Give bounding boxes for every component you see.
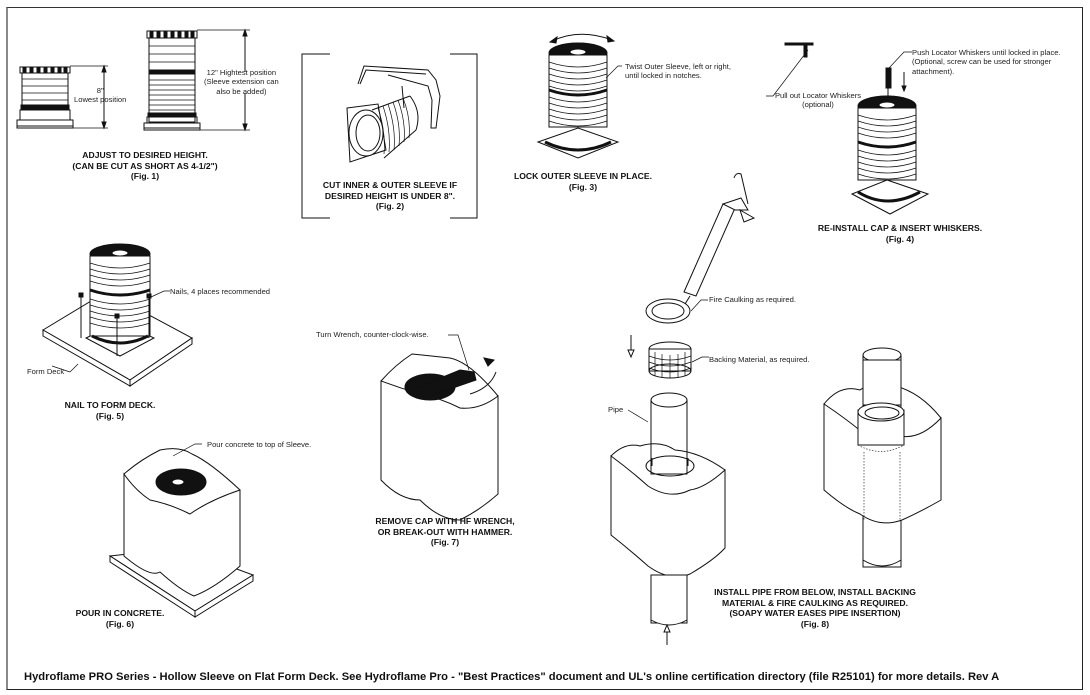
caption-line: (Fig. 2) — [375, 201, 405, 211]
caption-line: DESIRED HEIGHT IS UNDER 8". — [324, 190, 456, 201]
fig8-pipe-from-below-drawing — [610, 392, 726, 645]
fig8-backing-material-drawing — [627, 335, 709, 379]
caption-line: (SOAPY WATER EASES PIPE INSERTION) — [729, 608, 901, 618]
fig5-caption: NAIL TO FORM DECK. (Fig. 5) — [30, 400, 190, 421]
caption-line: CUT INNER & OUTER SLEEVE IF — [322, 180, 458, 190]
fig3-note: Twist Outer Sleeve, left or right, until… — [625, 62, 731, 81]
caption-line: (Fig. 8) — [800, 618, 830, 629]
fig3-sleeve-drawing — [536, 33, 622, 159]
fig4-pull-note: Pull out Locator Whiskers (optional) — [770, 91, 866, 110]
caption-line: RE-INSTALL CAP & INSERT WHISKERS. — [817, 223, 983, 233]
fig8-pipe-note: Pipe — [608, 405, 624, 414]
fig6-concrete-drawing — [108, 443, 255, 618]
caption-line: POUR IN CONCRETE. — [75, 608, 165, 618]
fig1-dim-low-text: Lowest position — [74, 95, 127, 105]
fig8-caption: INSTALL PIPE FROM BELOW, INSTALL BACKING… — [700, 587, 930, 629]
fig1-caption: ADJUST TO DESIRED HEIGHT. (CAN BE CUT AS… — [55, 150, 235, 182]
caption-line: LOCK OUTER SLEEVE IN PLACE. — [514, 171, 652, 181]
caption-line: (Fig. 7) — [430, 537, 460, 547]
fig8-installed-pipe-drawing — [823, 347, 942, 568]
fig1-dimension-12in — [197, 28, 250, 132]
fig1-tall-sleeve-drawing — [143, 30, 201, 131]
note-line: Pull out Locator Whiskers — [774, 91, 862, 100]
fig3-caption: LOCK OUTER SLEEVE IN PLACE. (Fig. 3) — [493, 171, 673, 192]
caption-line: (Fig. 6) — [105, 618, 135, 629]
fig1-dim-low-value: 8" — [96, 86, 104, 95]
document-sheet — [6, 7, 1083, 690]
fig8-caulk-gun-drawing — [645, 173, 756, 324]
note-line: until locked in notches. — [625, 71, 702, 81]
fig4-push-note: Push Locator Whiskers until locked in pl… — [912, 48, 1061, 76]
caption-line: (Fig. 1) — [130, 171, 160, 181]
fig7-caption: REMOVE CAP WITH HF WRENCH, OR BREAK-OUT … — [345, 516, 545, 548]
fig2-caption: CUT INNER & OUTER SLEEVE IF DESIRED HEIG… — [300, 180, 480, 212]
caption-line: REMOVE CAP WITH HF WRENCH, — [375, 516, 515, 526]
fig1-dim-high-line: also be added) — [216, 86, 267, 96]
note-line: (Optional, screw can be used for stronge… — [912, 57, 1052, 67]
caption-line: INSTALL PIPE FROM BELOW, INSTALL BACKING — [714, 587, 916, 597]
fig2-saw-and-sleeve-drawing — [346, 65, 441, 163]
fig5-deck-note: Form Deck — [27, 367, 65, 376]
fig5-sleeve-drawing — [78, 243, 170, 357]
fig5-nails-note: Nails, 4 places recommended — [170, 287, 271, 296]
fig6-note: Pour concrete to top of Sleeve. — [207, 440, 312, 449]
fig4-whisker-detail — [766, 42, 814, 97]
fig7-concrete-wrench-drawing — [380, 334, 499, 521]
fig1-dim-high-line: (Sleeve extension can — [204, 77, 279, 87]
caption-line: (Fig. 5) — [95, 410, 125, 421]
caption-line: (Fig. 3) — [568, 181, 598, 192]
fig1-dim-low-label: 8" Lowest position — [74, 86, 126, 105]
caption-line: MATERIAL & FIRE CAULKING AS REQUIRED. — [721, 597, 909, 608]
fig1-short-sleeve-drawing — [16, 66, 74, 129]
fig1-dim-high-line: 12" Hightest position — [206, 68, 277, 77]
note-line: attachment). — [912, 66, 955, 76]
fig7-note: Turn Wrench, counter-clock-wise. — [316, 330, 429, 339]
caption-line: NAIL TO FORM DECK. — [64, 400, 156, 410]
fig1-dimension-8in — [70, 64, 108, 130]
document-footer: Hydroflame PRO Series - Hollow Sleeve on… — [24, 671, 1000, 683]
note-line: (optional) — [802, 100, 834, 110]
note-line: Twist Outer Sleeve, left or right, — [625, 62, 731, 71]
caption-line: (CAN BE CUT AS SHORT AS 4-1/2") — [72, 160, 218, 171]
caption-line: ADJUST TO DESIRED HEIGHT. — [82, 150, 208, 160]
fig4-caption: RE-INSTALL CAP & INSERT WHISKERS. (Fig. … — [800, 223, 1000, 244]
fig4-sleeve-drawing — [850, 51, 930, 215]
fig2-frame-brackets — [301, 53, 478, 219]
caption-line: OR BREAK-OUT WITH HAMMER. — [377, 526, 513, 537]
fig1-dim-high-label: 12" Hightest position (Sleeve extension … — [204, 68, 279, 96]
note-line: Push Locator Whiskers until locked in pl… — [912, 48, 1061, 57]
fig6-caption: POUR IN CONCRETE. (Fig. 6) — [60, 608, 180, 629]
fig8-caulk-note: Fire Caulking as required. — [709, 295, 796, 304]
caption-line: (Fig. 4) — [885, 233, 915, 244]
fig8-backing-note: Backing Material, as required. — [709, 355, 810, 364]
